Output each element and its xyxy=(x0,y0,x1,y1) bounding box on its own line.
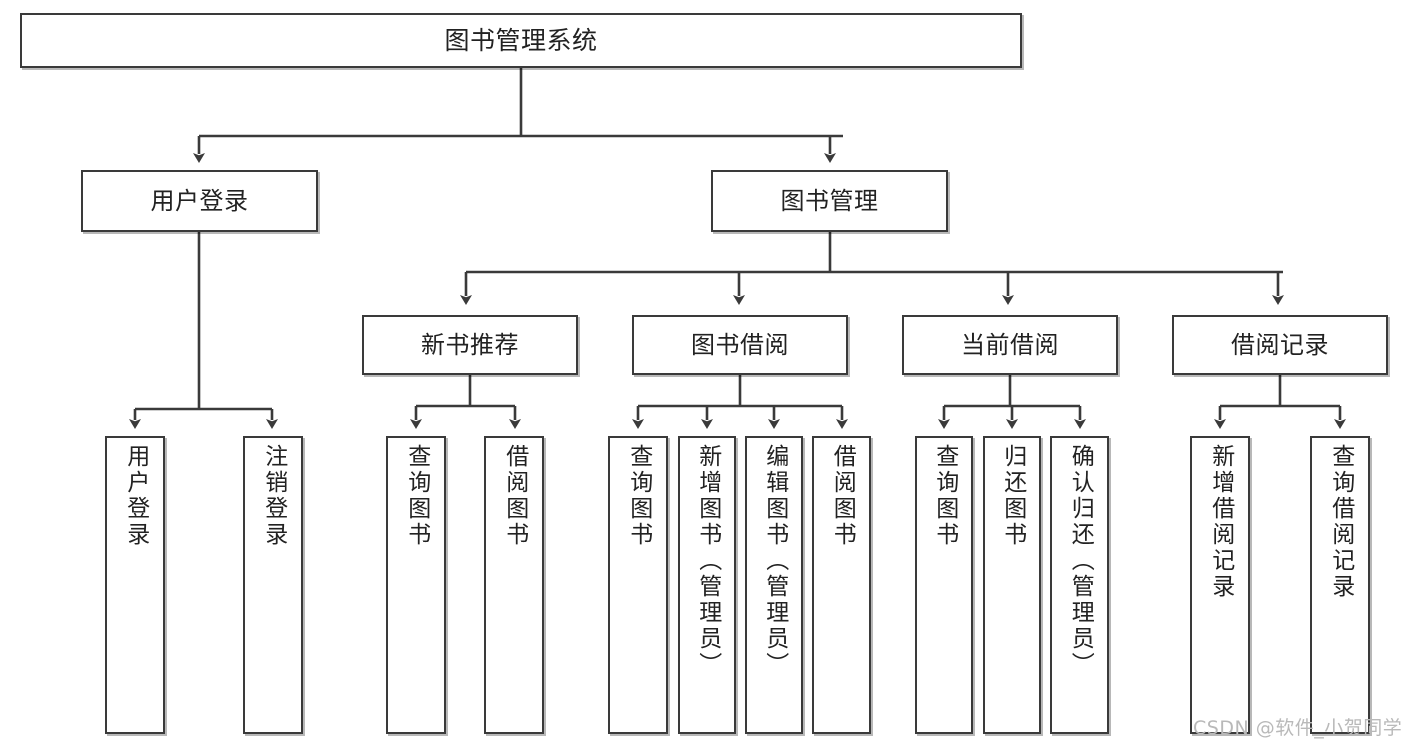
node-label: 新书推荐 xyxy=(421,330,519,359)
node-label: 借阅记录 xyxy=(1231,330,1329,359)
node-label: 图书管理系统 xyxy=(444,25,598,55)
node-leaf-add-borrow-record[interactable]: 新增借阅记录 xyxy=(1190,436,1250,734)
node-label: 新增借阅记录 xyxy=(1207,444,1234,600)
node-leaf-edit-book[interactable]: 编辑图书（管理员） xyxy=(745,436,803,734)
node-leaf-confirm-return[interactable]: 确认归还（管理员） xyxy=(1050,436,1109,734)
node-leaf-user-login[interactable]: 用户登录 xyxy=(105,436,165,734)
node-label: 归还图书 xyxy=(999,444,1026,548)
node-book-management[interactable]: 图书管理 xyxy=(711,170,948,232)
node-label: 确认归还（管理员） xyxy=(1067,444,1094,678)
node-new-book-recommend[interactable]: 新书推荐 xyxy=(362,315,578,375)
node-current-borrow[interactable]: 当前借阅 xyxy=(902,315,1118,375)
node-label: 新增图书（管理员） xyxy=(694,444,721,678)
node-label: 查询借阅记录 xyxy=(1327,444,1354,600)
node-label: 图书借阅 xyxy=(691,330,789,359)
node-leaf-add-book[interactable]: 新增图书（管理员） xyxy=(678,436,736,734)
node-label: 查询图书 xyxy=(403,444,430,548)
node-leaf-borrow-book[interactable]: 借阅图书 xyxy=(812,436,871,734)
node-book-borrow[interactable]: 图书借阅 xyxy=(632,315,848,375)
node-leaf-query-book-current[interactable]: 查询图书 xyxy=(915,436,973,734)
node-label: 图书管理 xyxy=(780,186,879,215)
node-root-system[interactable]: 图书管理系统 xyxy=(20,13,1022,68)
node-label: 借阅图书 xyxy=(501,444,528,548)
node-label: 注销登录 xyxy=(260,444,287,548)
node-leaf-query-borrow-record[interactable]: 查询借阅记录 xyxy=(1310,436,1370,734)
csdn-watermark: CSDN @软件_小贺同学 xyxy=(1193,717,1403,739)
node-label: 查询图书 xyxy=(625,444,652,548)
node-leaf-borrow-book-recommend[interactable]: 借阅图书 xyxy=(484,436,544,734)
node-label: 当前借阅 xyxy=(961,330,1059,359)
node-borrow-record[interactable]: 借阅记录 xyxy=(1172,315,1388,375)
node-leaf-query-book-borrow[interactable]: 查询图书 xyxy=(608,436,668,734)
node-label: 借阅图书 xyxy=(829,444,856,548)
node-label: 用户登录 xyxy=(122,444,149,548)
node-leaf-logout[interactable]: 注销登录 xyxy=(243,436,303,734)
node-label: 查询图书 xyxy=(931,444,958,548)
node-leaf-return-book[interactable]: 归还图书 xyxy=(983,436,1041,734)
node-user-login[interactable]: 用户登录 xyxy=(81,170,318,232)
node-label: 用户登录 xyxy=(150,186,249,215)
node-label: 编辑图书（管理员） xyxy=(761,444,788,678)
node-leaf-query-book-recommend[interactable]: 查询图书 xyxy=(386,436,446,734)
